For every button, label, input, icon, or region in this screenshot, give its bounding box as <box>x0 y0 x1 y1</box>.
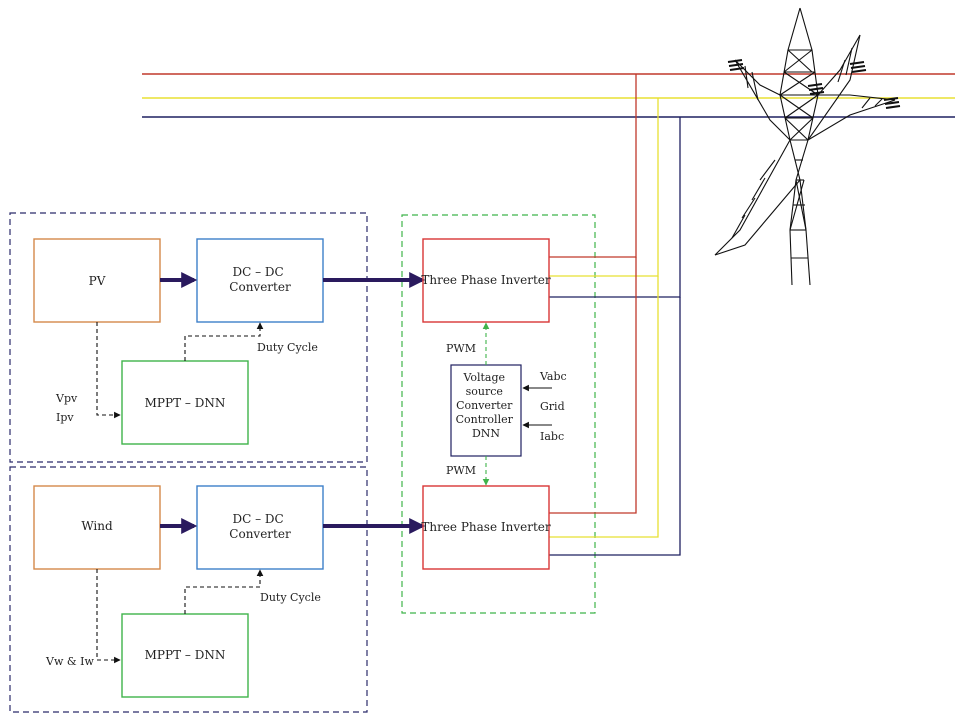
vpv-label: Vpv <box>55 392 78 405</box>
vsc-controller-line2: source <box>466 385 503 398</box>
dc-dc-converter-2-line2: Converter <box>229 527 291 541</box>
vsc-controller-line4: Controller <box>456 413 514 426</box>
mppt-dnn-1-label: MPPT – DNN <box>145 396 226 410</box>
pv-label: PV <box>89 274 106 288</box>
iabc-label: Iabc <box>540 430 564 443</box>
dc-dc-converter-1-line1: DC – DC <box>232 265 283 279</box>
three-phase-inverter-1-label: Three Phase Inverter <box>421 273 551 287</box>
ipv-label: Ipv <box>56 411 74 424</box>
pwm-bottom-label: PWM <box>446 464 476 477</box>
pv-measurement-signal <box>96 322 121 419</box>
tower-insulators <box>727 59 901 109</box>
inverter-1-feeders <box>549 74 681 298</box>
inverter-2-feeders <box>549 257 681 556</box>
feeder-1-phase-a <box>549 74 637 258</box>
duty-cycle-signal-2 <box>184 569 264 614</box>
feeder-2-phase-a <box>549 257 637 514</box>
three-phase-inverter-2 <box>422 485 550 570</box>
feeder-2-phase-b <box>549 276 659 538</box>
transmission-tower-icon <box>714 7 896 286</box>
three-phase-inverter-2-label: Three Phase Inverter <box>421 520 551 534</box>
duty-cycle-signal-1 <box>184 322 264 361</box>
feeder-2-phase-c <box>549 297 681 556</box>
pwm-top-label: PWM <box>446 342 476 355</box>
three-phase-inverter-1 <box>422 238 550 323</box>
dc-dc-converter-1-line2: Converter <box>229 280 291 294</box>
dc-dc-converter-1-label: DC – DC Converter <box>229 265 291 294</box>
dc-dc-converter-2-line1: DC – DC <box>232 512 283 526</box>
wind-label: Wind <box>81 519 113 533</box>
vabc-label: Vabc <box>539 370 567 383</box>
grid-bus <box>142 73 955 118</box>
inverter-group-frame <box>401 214 596 614</box>
dc-dc-converter-2-label: DC – DC Converter <box>229 512 291 541</box>
vw-iw-label: Vw & Iw <box>45 655 94 668</box>
duty-cycle-1-label: Duty Cycle <box>257 341 318 354</box>
pv-subsystem-frame <box>9 212 368 463</box>
vsc-controller-line5: DNN <box>472 427 500 440</box>
grid-label: Grid <box>540 400 565 413</box>
duty-cycle-2-label: Duty Cycle <box>260 591 321 604</box>
feeder-1-phase-c <box>549 117 681 298</box>
wind-subsystem-frame <box>9 466 368 713</box>
vsc-controller-line3: Converter <box>456 399 513 412</box>
vsc-controller-label: Voltage source Converter Controller DNN <box>456 371 517 440</box>
mppt-dnn-2-label: MPPT – DNN <box>145 648 226 662</box>
feeder-1-phase-b <box>549 98 659 277</box>
wind-measurement-signal <box>96 569 121 664</box>
vsc-controller-line1: Voltage <box>462 371 505 384</box>
